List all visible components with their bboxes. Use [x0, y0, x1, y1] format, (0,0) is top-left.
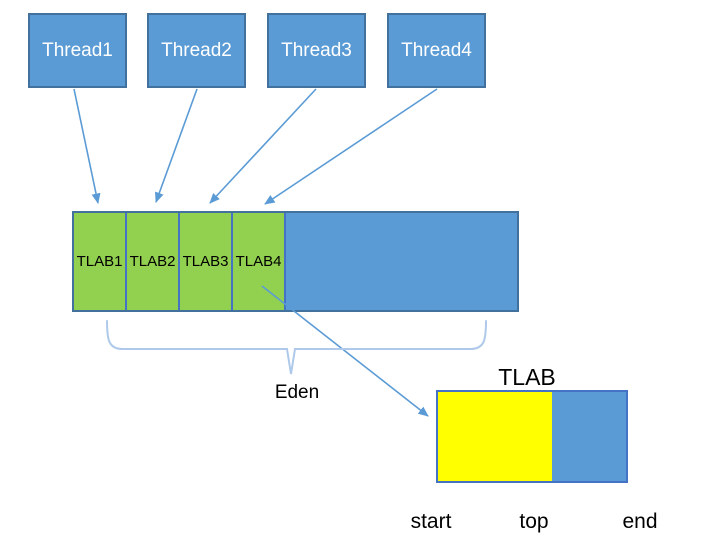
tlab-detail-title: TLAB [498, 364, 556, 390]
label-top: top [519, 510, 549, 533]
label-start: start [410, 510, 452, 533]
tlab3-block: TLAB3 [180, 213, 233, 310]
arrow-thread1-to-tlab1 [73, 88, 101, 204]
arrow-thread4-to-tlab4 [264, 88, 438, 205]
thread3-label: Thread3 [281, 39, 352, 61]
label-end: end [622, 510, 658, 533]
tlab3-label: TLAB3 [182, 253, 229, 270]
thread1-label: Thread1 [42, 39, 113, 61]
tlab4-label: TLAB4 [235, 253, 282, 270]
tlab2-label: TLAB2 [129, 253, 176, 270]
thread2-label: Thread2 [161, 39, 232, 61]
tlab2-block: TLAB2 [127, 213, 180, 310]
tlab1-label: TLAB1 [76, 253, 123, 270]
arrow-thread3-to-tlab3 [209, 88, 317, 204]
eden-label: Eden [274, 382, 320, 403]
tlab-free-region [552, 392, 626, 481]
tlab4-block: TLAB4 [233, 213, 286, 310]
thread1-box: Thread1 [28, 13, 127, 88]
tlab-used-region [438, 392, 552, 481]
tlab-detail-box [436, 390, 628, 483]
tlab1-block: TLAB1 [74, 213, 127, 310]
thread4-label: Thread4 [401, 39, 472, 61]
thread2-box: Thread2 [147, 13, 246, 88]
arrow-thread2-to-tlab2 [155, 88, 198, 203]
thread3-box: Thread3 [267, 13, 366, 88]
eden-brace [106, 320, 487, 375]
thread4-box: Thread4 [387, 13, 486, 88]
